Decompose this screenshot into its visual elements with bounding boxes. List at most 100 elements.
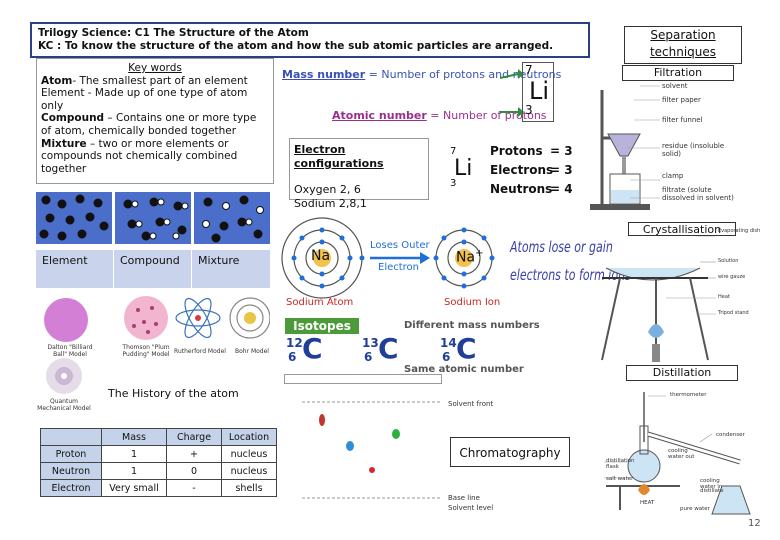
cryst-label-tripod: Tripod stand bbox=[718, 310, 749, 316]
li-mass: 7 bbox=[525, 63, 533, 77]
loses-outer-label: Loses Outer bbox=[370, 240, 430, 251]
ions-note-1: Atoms lose or gain bbox=[510, 238, 613, 257]
table-cell: 0 bbox=[166, 462, 222, 480]
li-atomic: 3 bbox=[525, 103, 533, 117]
ec-title: Electron configurations bbox=[294, 143, 384, 170]
keywords-box: Key words Atom- The smallest part of an … bbox=[36, 58, 274, 184]
neutrons-count: Neutrons= 4 bbox=[490, 180, 573, 199]
isotope-c14: 14 6 C bbox=[440, 332, 496, 366]
filtration-label: Filtration bbox=[622, 65, 734, 81]
table-header bbox=[40, 428, 102, 446]
filt-label-filtrate: filtrate (solute dissolved in solvent) bbox=[662, 186, 734, 202]
distillation-label: Distillation bbox=[626, 365, 738, 381]
neutrons-value: = 4 bbox=[550, 182, 573, 196]
table-row: Neutron 1 0 nucleus bbox=[40, 462, 277, 480]
cryst-label-solution: Solution bbox=[718, 258, 739, 264]
dist-label-flask: distillation flask bbox=[606, 458, 635, 470]
table-cell: 1 bbox=[101, 445, 167, 463]
mass-number-eq: = Number of protons and neutrons bbox=[365, 68, 562, 81]
li-symbol: Li bbox=[529, 77, 550, 105]
atomic-models-svg bbox=[44, 296, 271, 394]
model-label-quantum: Quantum Mechanical Model bbox=[37, 398, 91, 412]
c14-mass: 14 bbox=[440, 336, 457, 350]
compound-term: Compound bbox=[41, 112, 105, 125]
chromatography-diagram bbox=[292, 398, 452, 516]
table-cell: Proton bbox=[40, 445, 102, 463]
filt-label-filter-funnel: filter funnel bbox=[662, 116, 703, 124]
particle-label-strip bbox=[36, 250, 270, 288]
na-ion-symbol: Na+ bbox=[456, 248, 483, 266]
electrons-label: Electrons bbox=[490, 163, 554, 177]
filt-label-filter-paper: filter paper bbox=[662, 96, 701, 104]
na-ion-charge: + bbox=[475, 248, 484, 259]
table-cell: + bbox=[166, 445, 222, 463]
c12-mass: 12 bbox=[286, 336, 303, 350]
particle-diagram-svg bbox=[36, 192, 270, 244]
c12-atomic: 6 bbox=[288, 350, 297, 364]
table-cell: nucleus bbox=[221, 462, 277, 480]
dist-label-water-in: cooling water in bbox=[700, 478, 723, 490]
filt-label-residue: residue (insoluble solid) bbox=[662, 142, 725, 158]
cryst-label-dish: Evaporating dish bbox=[718, 228, 761, 234]
dist-label-thermometer: thermometer bbox=[670, 392, 707, 398]
atom-term: Atom bbox=[41, 74, 73, 87]
na-ion-text: Na bbox=[456, 249, 476, 266]
crystallisation-diagram bbox=[601, 236, 716, 362]
sodium-atom-label: Sodium Atom bbox=[286, 297, 354, 308]
dist-label-water-out: cooling water out bbox=[668, 448, 695, 460]
protons-label: Protons bbox=[490, 144, 543, 158]
cryst-label-gauze: wire gauze bbox=[718, 274, 746, 280]
mixture-def: – two or more elements or compounds not … bbox=[41, 137, 238, 175]
isotopes-badge: Isotopes bbox=[285, 318, 359, 334]
particle-table: Mass Charge Location Proton 1 + nucleus … bbox=[40, 428, 277, 497]
table-cell: shells bbox=[221, 479, 277, 497]
model-label-thomson: Thomson "Plum Pudding" Model bbox=[122, 344, 170, 358]
li2-atomic: 3 bbox=[450, 178, 457, 189]
chromatography-svg bbox=[302, 400, 452, 514]
chrom-solvent-level: Solvent level bbox=[448, 504, 494, 512]
electrons-count: Electrons= 3 bbox=[490, 161, 573, 180]
mixture-definition: Mixture – two or more elements or compou… bbox=[41, 138, 269, 176]
isotopes-same-label: Same atomic number bbox=[404, 364, 524, 375]
li-card-2: 7 Li 3 bbox=[446, 146, 482, 196]
crystallisation-label: Crystallisation bbox=[628, 222, 736, 236]
ec-sodium: Sodium 2,8,1 bbox=[294, 197, 367, 210]
mass-number-label: Mass number bbox=[282, 68, 366, 81]
compound-def: – Contains one or more type of atom, che… bbox=[41, 112, 257, 137]
model-label-dalton: Dalton "Billiard Ball" Model bbox=[47, 344, 93, 358]
chrom-solvent-front: Solvent front bbox=[448, 400, 494, 408]
filtration-diagram bbox=[590, 85, 660, 210]
keywords-title: Key words bbox=[128, 62, 182, 74]
table-header-row: Mass Charge Location bbox=[40, 428, 277, 446]
protons-count: Protons= 3 bbox=[490, 142, 573, 161]
title-box: Trilogy Science: C1 The Structure of the… bbox=[30, 22, 590, 58]
mass-number-line: Mass number = Number of protons and neut… bbox=[282, 68, 561, 81]
electron-config-box: Electron configurations Oxygen 2, 6 Sodi… bbox=[289, 138, 429, 210]
mixture-term: Mixture bbox=[41, 137, 87, 150]
title-line-1: Trilogy Science: C1 The Structure of the… bbox=[38, 27, 309, 39]
cryst-label-heat: Heat bbox=[718, 294, 730, 300]
c12-symbol: C bbox=[302, 332, 323, 365]
model-label-bohr: Bohr Model bbox=[235, 348, 269, 355]
label-mixture: Mixture bbox=[198, 254, 240, 267]
li2-symbol: Li bbox=[454, 156, 473, 181]
separation-title: Separation techniques bbox=[624, 26, 742, 64]
strip-divider-2 bbox=[191, 250, 192, 288]
strip-divider-1 bbox=[113, 250, 114, 288]
label-element: Element bbox=[42, 254, 88, 267]
dist-label-pure-water: pure water bbox=[680, 506, 710, 512]
compound-definition: Compound – Contains one or more type of … bbox=[41, 112, 269, 137]
atom-definition: Atom- The smallest part of an element bbox=[41, 75, 269, 88]
page-number: 12 bbox=[748, 518, 761, 529]
ions-note-2: electrons to form ions bbox=[510, 266, 631, 285]
table-cell: Electron bbox=[40, 479, 102, 497]
table-header: Location bbox=[221, 428, 277, 446]
mass-arrows bbox=[500, 69, 524, 117]
table-row: Electron Very small - shells bbox=[40, 479, 277, 497]
title-line-2: KC : To know the structure of the atom a… bbox=[38, 40, 554, 52]
table-row: Proton 1 + nucleus bbox=[40, 445, 277, 463]
electron-label: Electron bbox=[378, 262, 420, 273]
distillation-diagram bbox=[604, 392, 751, 515]
atom-def: - The smallest part of an element bbox=[72, 74, 248, 87]
filt-label-solvent: solvent bbox=[662, 82, 688, 90]
